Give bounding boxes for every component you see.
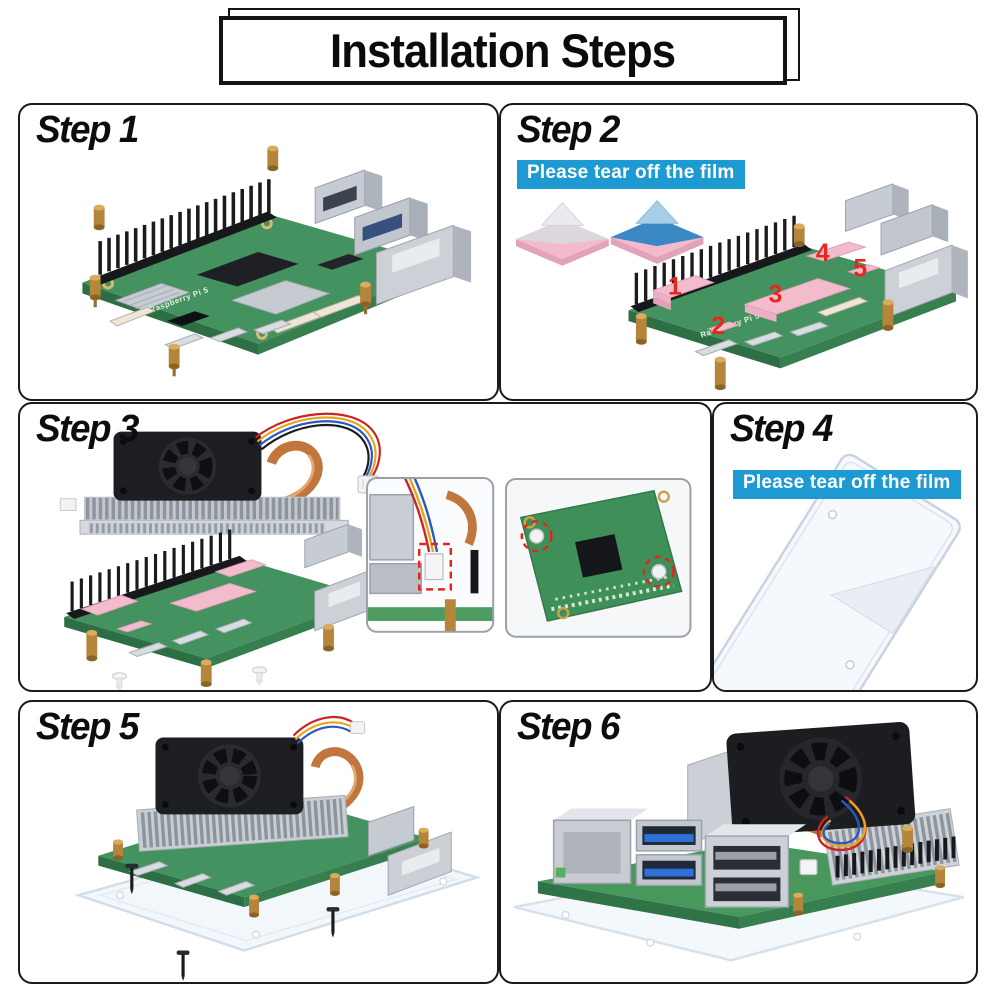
screw bbox=[326, 907, 340, 938]
fan-connector bbox=[799, 859, 818, 876]
brass-standoff bbox=[200, 659, 212, 688]
thermal-pad-film-grey bbox=[516, 201, 609, 266]
pad-number-5: 5 bbox=[853, 256, 867, 283]
heatsink-fins bbox=[140, 798, 344, 849]
step-4-label: Step 4 bbox=[730, 408, 833, 450]
film-peel-corner bbox=[829, 565, 936, 635]
usb-ethernet-ports bbox=[304, 523, 373, 632]
heatsink-fins bbox=[823, 808, 960, 886]
fan-cable bbox=[799, 795, 867, 876]
brass-standoff bbox=[93, 204, 105, 231]
gpio-header bbox=[835, 836, 956, 878]
brass-standoff bbox=[323, 623, 334, 652]
usb3-ports bbox=[635, 819, 703, 887]
brass-standoff bbox=[793, 892, 804, 916]
brass-standoff bbox=[360, 281, 371, 315]
brass-standoff bbox=[418, 827, 429, 849]
brass-standoff bbox=[935, 865, 946, 888]
fan-cable bbox=[292, 716, 365, 745]
ethernet-port bbox=[552, 808, 649, 885]
tear-off-film-note: Please tear off the film bbox=[733, 470, 961, 499]
board-chips: Raspberry Pi 5 bbox=[114, 252, 364, 326]
board-connectors bbox=[128, 618, 253, 658]
brass-standoff bbox=[113, 839, 123, 861]
pad-number-1: 1 bbox=[668, 273, 682, 300]
brass-standoff bbox=[168, 343, 180, 377]
tear-off-film-note: Please tear off the film bbox=[517, 160, 745, 189]
step-2-photo-thermal-pads: Raspberry Pi 5 bbox=[516, 183, 968, 391]
brass-standoff bbox=[902, 825, 914, 853]
brass-standoff bbox=[793, 223, 805, 248]
panel-step-5: Step 5 bbox=[18, 700, 499, 984]
screw bbox=[125, 863, 139, 895]
board-connectors bbox=[128, 861, 256, 896]
step-6-photo-finished-assembly bbox=[513, 722, 965, 962]
panel-step-3: Step 3 bbox=[18, 402, 712, 692]
brass-standoff bbox=[635, 313, 647, 345]
board-connectors bbox=[694, 296, 869, 357]
board-connectors bbox=[108, 294, 368, 350]
panel-step-1: Step 1 bbox=[18, 103, 499, 401]
pad-number-2: 2 bbox=[711, 313, 725, 340]
title-inner-frame: Installation Steps bbox=[219, 16, 787, 85]
brass-standoff bbox=[89, 274, 101, 308]
thermal-pad-film-blue bbox=[610, 199, 704, 264]
step-1-photo-board-with-standoffs: Raspberry Pi 5 bbox=[82, 145, 472, 377]
inset-photo-fan-connector bbox=[365, 476, 495, 633]
push-pin bbox=[252, 666, 267, 687]
thermal-pad-5 bbox=[846, 264, 881, 276]
red-highlight-circle bbox=[642, 555, 675, 588]
screw bbox=[176, 950, 190, 982]
red-highlight-rect bbox=[418, 542, 453, 591]
brass-standoff bbox=[267, 145, 279, 172]
fan bbox=[155, 737, 304, 815]
pad-number-3: 3 bbox=[769, 281, 783, 308]
panel-step-6: Step 6 bbox=[499, 700, 978, 984]
step-5-label: Step 5 bbox=[36, 706, 139, 748]
heatsink-fan bbox=[136, 716, 365, 852]
thermal-pad-1 bbox=[651, 275, 715, 311]
brass-standoff bbox=[329, 872, 340, 896]
usb-ethernet-ports bbox=[367, 805, 452, 896]
brass-standoff bbox=[882, 299, 894, 331]
push-pin-head bbox=[528, 528, 545, 544]
thermal-pad-3 bbox=[743, 278, 852, 323]
brass-standoff bbox=[86, 629, 98, 662]
push-pin-head bbox=[651, 564, 667, 580]
brass-standoff bbox=[714, 356, 726, 391]
step-1-label: Step 1 bbox=[36, 109, 139, 151]
thermal-pad-4 bbox=[805, 241, 867, 262]
step-5-photo-assembly-on-plate bbox=[74, 716, 482, 982]
brass-standoff bbox=[249, 894, 259, 918]
thermal-pad-2 bbox=[706, 321, 741, 333]
pad-number-4: 4 bbox=[816, 240, 830, 267]
inset-photo-board-underside bbox=[505, 477, 692, 638]
step-2-label: Step 2 bbox=[517, 109, 620, 151]
usb2-ports bbox=[704, 824, 807, 908]
panel-step-4: Step 4 Please tear off the film bbox=[712, 402, 978, 692]
usb-ethernet-ports bbox=[314, 169, 472, 305]
title-box: Installation Steps bbox=[219, 8, 800, 85]
step-3-photo-heatsink-mounting bbox=[59, 412, 692, 690]
step-3-label: Step 3 bbox=[36, 408, 139, 450]
usb-ethernet-ports bbox=[845, 183, 968, 319]
thermal-pads-on-board bbox=[80, 559, 267, 633]
push-pin bbox=[112, 672, 127, 690]
page-title: Installation Steps bbox=[330, 24, 676, 77]
fan bbox=[113, 431, 262, 501]
fan bbox=[726, 722, 916, 836]
panel-step-2: Step 2 Please tear off the film bbox=[499, 103, 978, 401]
gpio-header bbox=[92, 179, 277, 285]
red-highlight-circle bbox=[520, 520, 553, 553]
step-6-label: Step 6 bbox=[517, 706, 620, 748]
